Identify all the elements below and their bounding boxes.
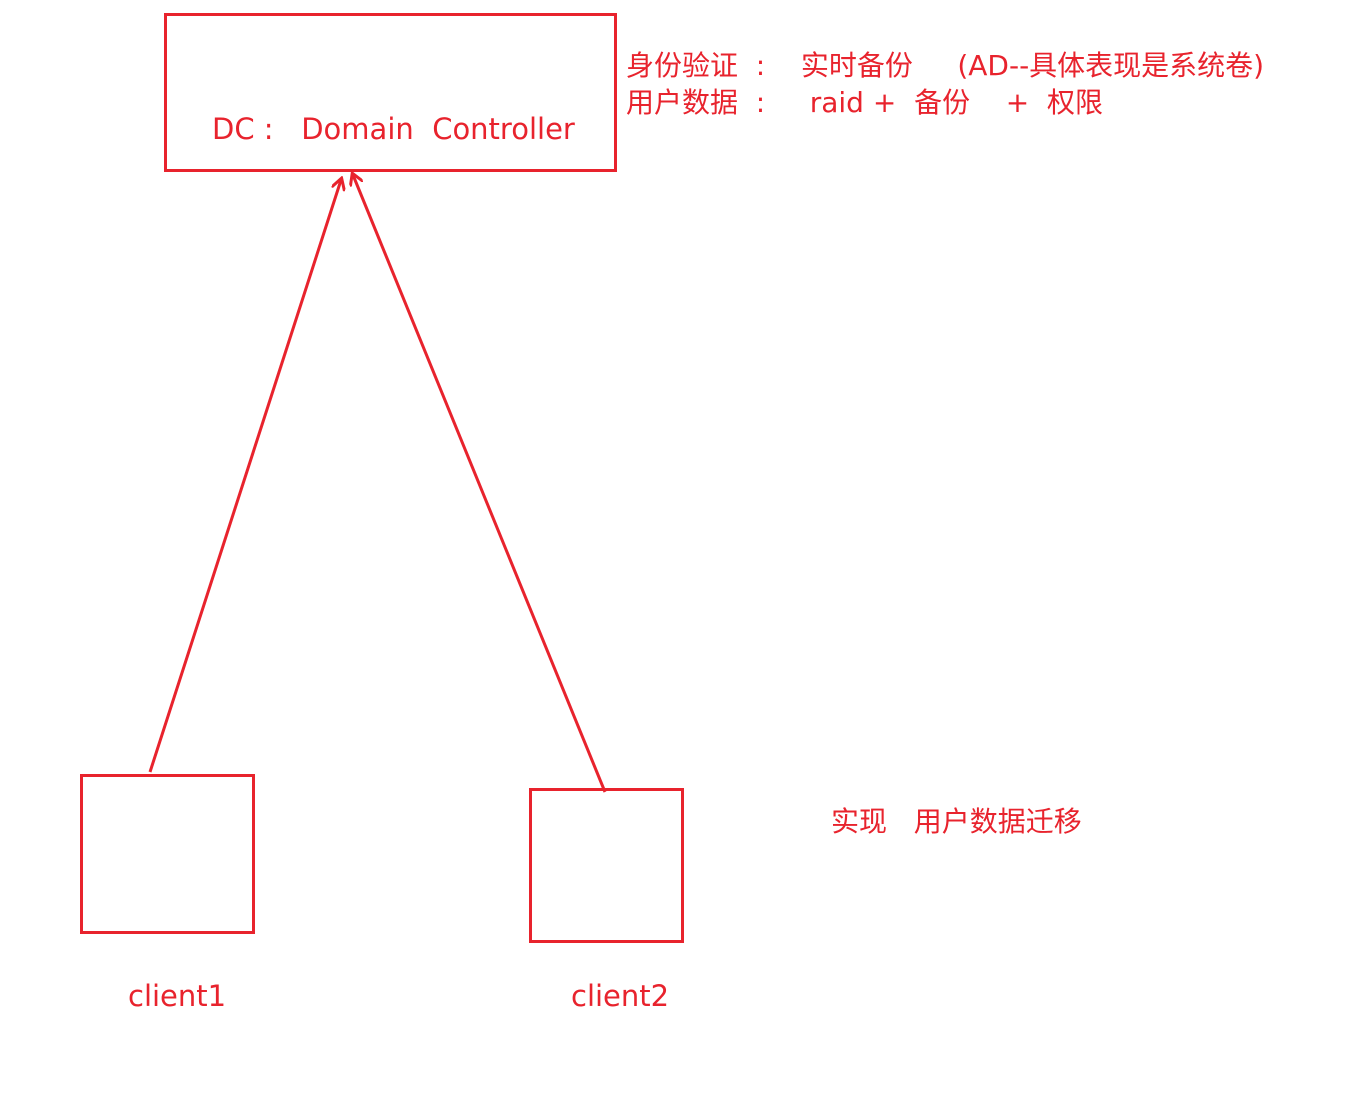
domain-controller-box <box>164 13 617 172</box>
client1-box <box>80 774 255 934</box>
user-data-note: 用户数据 : raid + 备份 + 权限 <box>626 86 1103 119</box>
arrow-client2-to-dc <box>353 175 607 793</box>
auth-note: 身份验证 : 实时备份 (AD--具体表现是系统卷) <box>626 49 1265 82</box>
domain-controller-label: DC : Domain Controller <box>212 112 575 146</box>
client1-label: client1 <box>128 979 227 1013</box>
client2-box <box>529 788 684 943</box>
client2-label: client2 <box>571 979 670 1013</box>
migration-note: 实现 用户数据迁移 <box>831 805 1082 838</box>
arrow-client1-to-dc <box>148 180 341 773</box>
